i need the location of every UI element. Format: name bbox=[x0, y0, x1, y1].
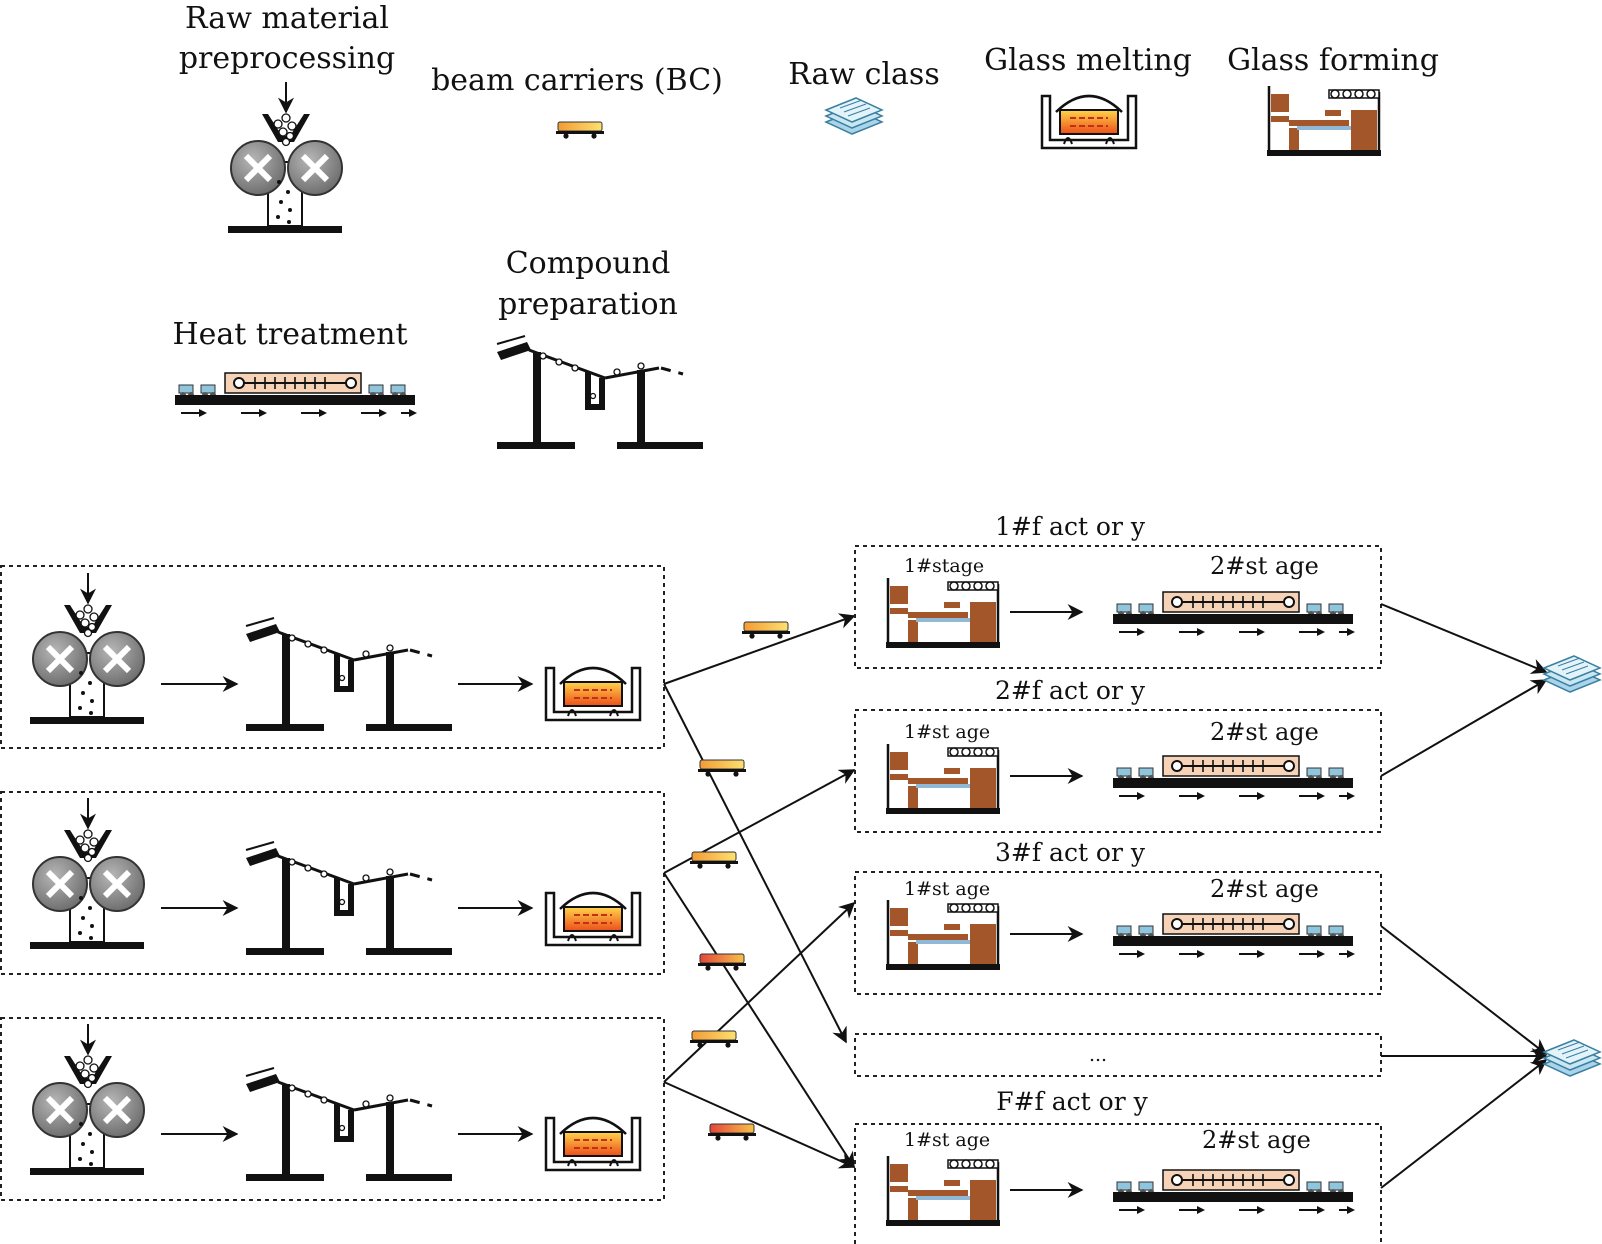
glass-forming-icon bbox=[884, 742, 1002, 816]
compound-preparation-icon bbox=[244, 1066, 454, 1183]
factory-box bbox=[854, 1033, 1382, 1077]
factory-box bbox=[854, 1123, 1382, 1244]
heat-treatment-icon bbox=[1112, 755, 1356, 801]
stage-2-label: 2#st age bbox=[1210, 552, 1319, 580]
output-arrow bbox=[1380, 1059, 1548, 1189]
compound-preparation-icon bbox=[244, 840, 454, 957]
factory-title: F#f act or y bbox=[996, 1087, 1148, 1116]
factory-box bbox=[854, 709, 1382, 833]
legend-glass-melting-label: Glass melting bbox=[984, 43, 1192, 78]
crusher-icon bbox=[228, 82, 342, 233]
output-arrow bbox=[1380, 603, 1548, 674]
stage-2-label: 2#st age bbox=[1210, 875, 1319, 903]
glass-forming-icon bbox=[1265, 84, 1383, 158]
ellipsis-label: ... bbox=[1089, 1044, 1107, 1066]
link-arrow bbox=[663, 683, 847, 1044]
glass-forming-icon bbox=[884, 576, 1002, 650]
crusher-icon bbox=[30, 573, 144, 724]
heat-treatment-icon bbox=[174, 372, 418, 418]
furnace-icon bbox=[544, 1116, 642, 1172]
crusher-icon bbox=[30, 1024, 144, 1175]
beam-carrier-icon bbox=[697, 759, 747, 778]
furnace-icon bbox=[544, 891, 642, 947]
factory-box bbox=[854, 545, 1382, 669]
raw-line-box bbox=[0, 791, 665, 975]
raw-line-box bbox=[0, 565, 665, 749]
furnace-icon bbox=[544, 666, 642, 722]
heat-treatment-icon bbox=[1112, 913, 1356, 959]
legend-raw-material-label-line1: Raw material bbox=[185, 1, 389, 36]
factory-title: 1#f act or y bbox=[995, 512, 1146, 541]
raw-class-icon bbox=[1543, 1039, 1601, 1077]
crusher-icon bbox=[30, 798, 144, 949]
raw-line-1 bbox=[0, 565, 665, 749]
compound-preparation-icon bbox=[495, 334, 705, 451]
legend-compound-label-line1: Compound bbox=[506, 246, 671, 281]
compound-preparation-icon bbox=[244, 616, 454, 733]
factory-box bbox=[854, 871, 1382, 995]
glass-forming-icon bbox=[884, 898, 1002, 972]
legend-raw-material-label-line2: preprocessing bbox=[179, 41, 395, 76]
beam-carrier-icon bbox=[555, 121, 605, 140]
raw-line-2 bbox=[0, 791, 665, 975]
beam-carrier-icon bbox=[707, 1123, 757, 1142]
stage-1-label: 1#st age bbox=[904, 878, 990, 900]
link-arrow bbox=[663, 872, 855, 1169]
stage-2-label: 2#st age bbox=[1202, 1126, 1311, 1154]
raw-line-box bbox=[0, 1017, 665, 1201]
stage-1-label: 1#st age bbox=[904, 721, 990, 743]
raw-line-3 bbox=[0, 1017, 665, 1201]
raw-class-icon bbox=[1543, 655, 1601, 693]
link-arrow bbox=[663, 613, 856, 685]
stage-1-label: 1#stage bbox=[904, 555, 984, 577]
factory-1: 1#f act or y 1#stage 2#st age bbox=[854, 512, 1382, 669]
output-arrow bbox=[1380, 679, 1548, 777]
legend-heat-treatment-label: Heat treatment bbox=[172, 317, 407, 352]
legend-glass-forming-label: Glass forming bbox=[1227, 43, 1439, 78]
factory-3: 3#f act or y 1#st age 2#st age bbox=[854, 838, 1382, 995]
furnace-icon bbox=[1040, 94, 1138, 150]
factory-2: 2#f act or y 1#st age 2#st age bbox=[854, 676, 1382, 833]
output-arrow bbox=[1380, 925, 1548, 1055]
transport-links bbox=[663, 613, 856, 1169]
legend-beam-carriers-label: beam carriers (BC) bbox=[431, 63, 723, 98]
outputs bbox=[1380, 603, 1601, 1189]
beam-carrier-icon bbox=[689, 1030, 739, 1049]
factory-ellipsis: ... bbox=[854, 1033, 1382, 1077]
stage-2-label: 2#st age bbox=[1210, 718, 1319, 746]
beam-carrier-icon bbox=[689, 851, 739, 870]
stage-1-label: 1#st age bbox=[904, 1129, 990, 1151]
link-arrow bbox=[663, 1081, 856, 1169]
legend-compound-label-line2: preparation bbox=[498, 287, 678, 322]
legend: Raw material preprocessing beam carriers… bbox=[172, 1, 1439, 451]
legend-raw-class-label: Raw class bbox=[788, 57, 939, 92]
link-arrow bbox=[663, 901, 856, 1083]
beam-carrier-icon bbox=[697, 953, 747, 972]
beam-carrier-icon bbox=[741, 621, 791, 640]
heat-treatment-icon bbox=[1112, 591, 1356, 637]
glass-forming-icon bbox=[884, 1154, 1002, 1228]
factory-title: 3#f act or y bbox=[995, 838, 1146, 867]
factory-f: F#f act or y 1#st age 2#st age bbox=[854, 1087, 1382, 1244]
raw-class-icon bbox=[825, 97, 883, 135]
heat-treatment-icon bbox=[1112, 1169, 1356, 1215]
factory-title: 2#f act or y bbox=[995, 676, 1146, 705]
